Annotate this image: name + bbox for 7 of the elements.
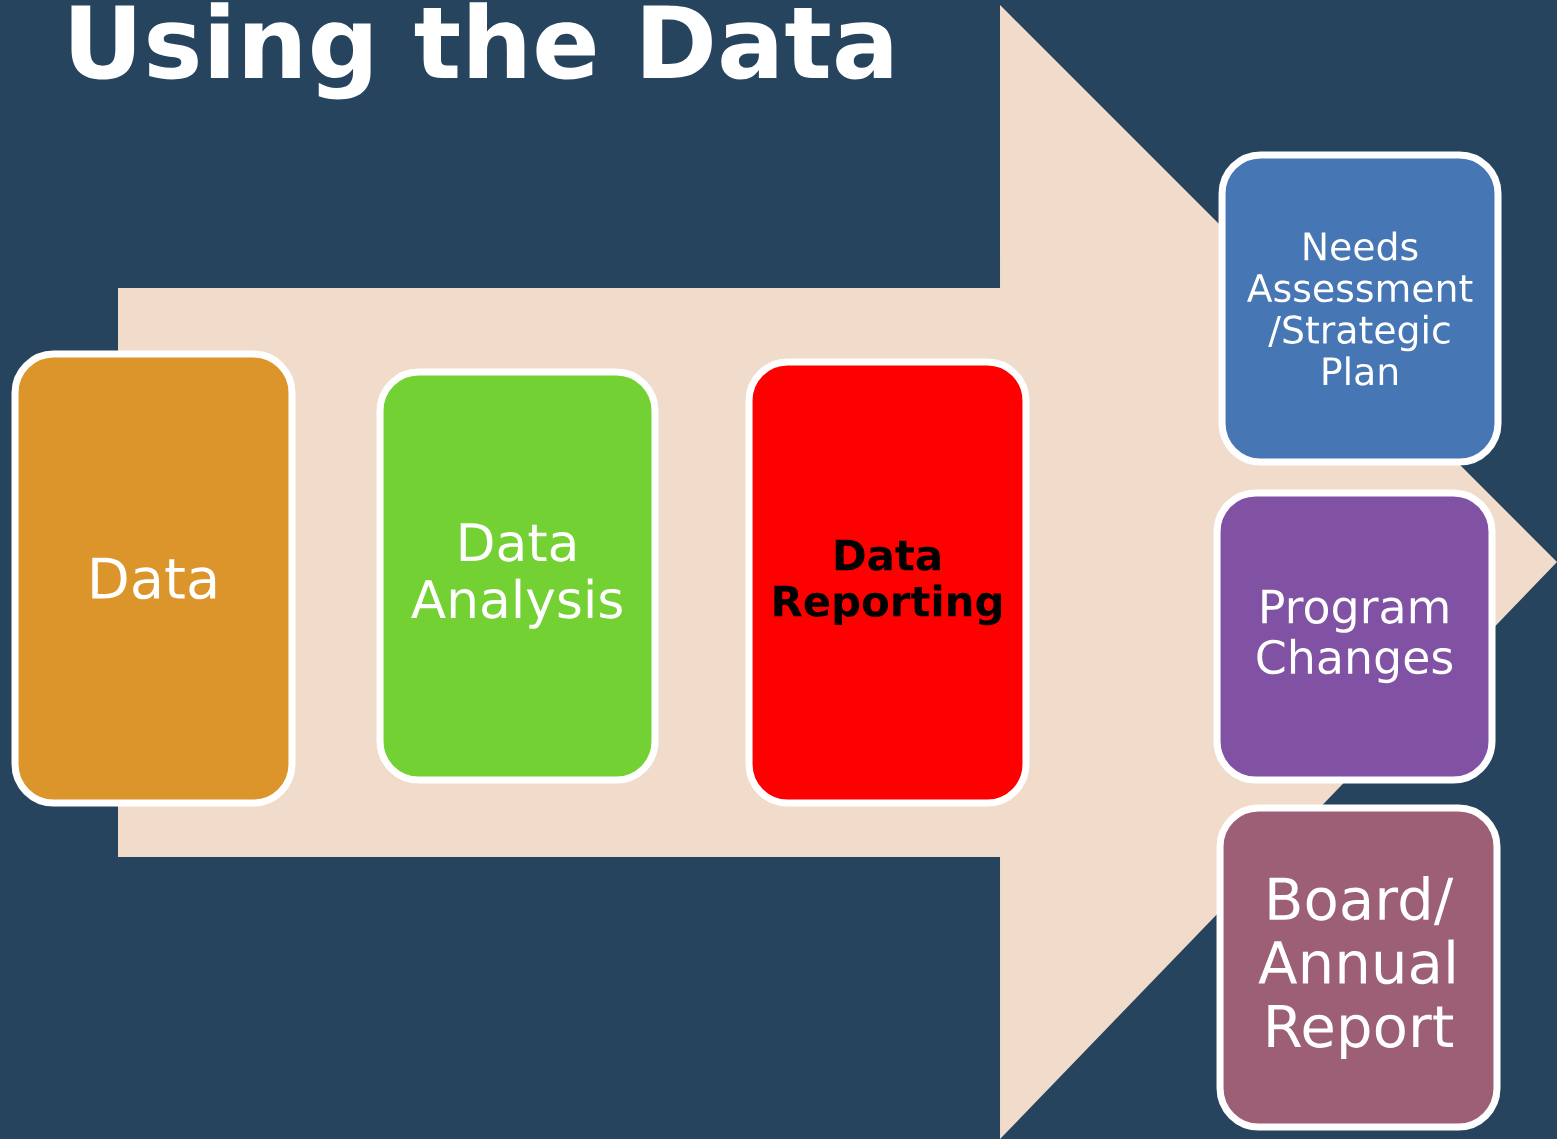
process-box: Data xyxy=(11,350,296,807)
process-box: Data Analysis xyxy=(376,368,659,784)
process-box: Program Changes xyxy=(1213,489,1496,784)
process-box: Needs Assessment /Strategic Plan xyxy=(1218,151,1502,466)
process-box: Board/ Annual Report xyxy=(1216,804,1501,1131)
process-box: Data Reporting xyxy=(745,358,1030,807)
title: Using the Data xyxy=(71,2,892,100)
